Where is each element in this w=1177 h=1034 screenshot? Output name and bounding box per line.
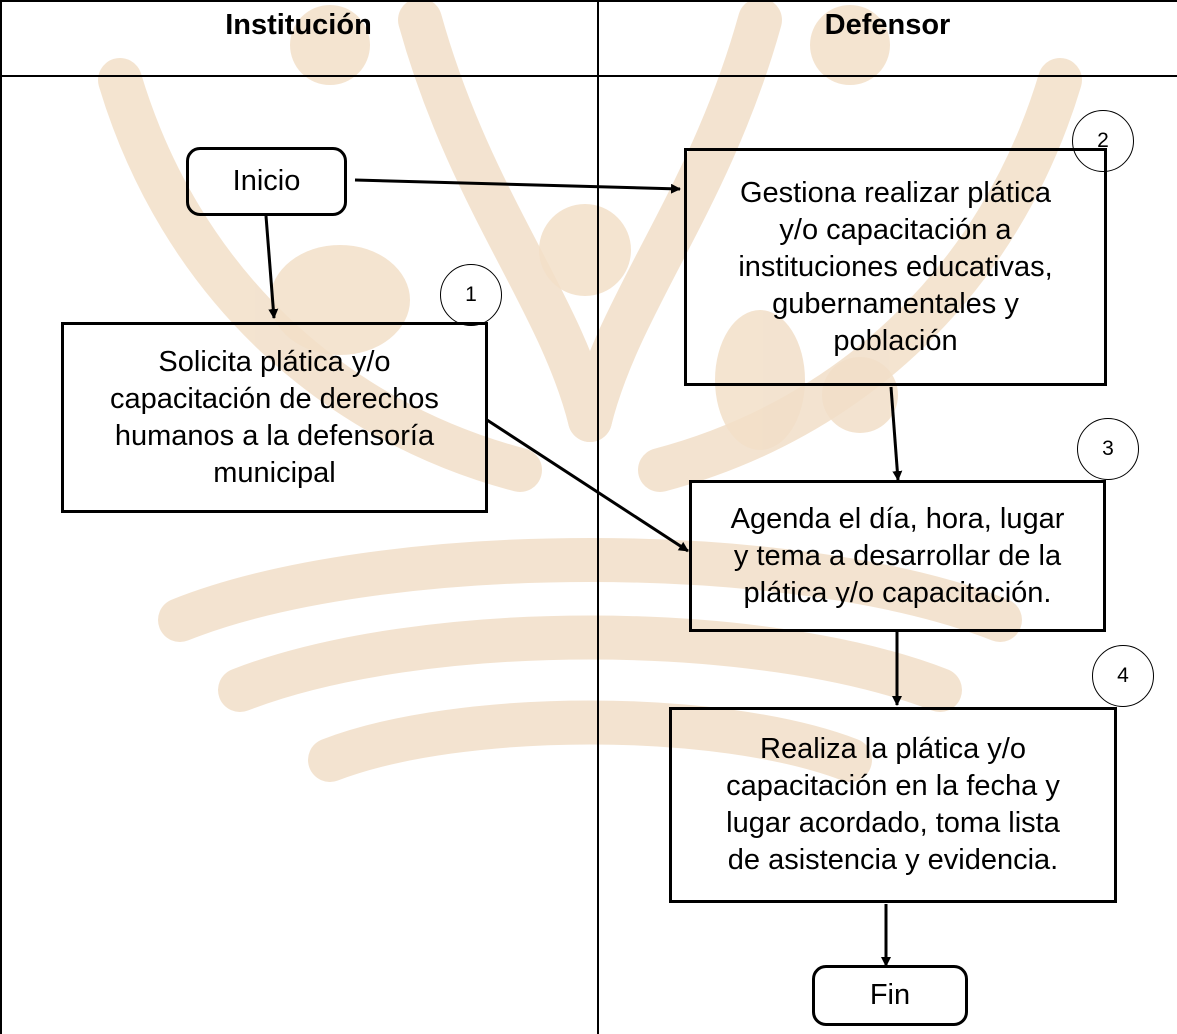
step4-text: Realiza la plática y/o capacitación en l…: [726, 733, 1060, 876]
arrow-step2-to-step3: [889, 386, 903, 481]
step-number-3: 3: [1077, 418, 1139, 480]
arrow-start-to-step1: [264, 215, 279, 319]
arrow-step1-to-step3: [486, 418, 689, 553]
step1-text: Solicita plática y/o capacitación de der…: [110, 345, 439, 489]
lane-title-institucion: Institución: [225, 9, 372, 41]
start-node: Inicio: [186, 147, 347, 216]
arrow-start-to-step2: [354, 178, 681, 194]
lane-title-defensor: Defensor: [824, 9, 951, 41]
step-number-1: 1: [440, 264, 502, 326]
step2-text: Gestiona realizar plática y/o capacitaci…: [738, 176, 1053, 357]
end-label: Fin: [869, 979, 911, 1011]
step4-box: Realiza la plática y/o capacitación en l…: [669, 707, 1117, 903]
top-border: [0, 0, 1177, 2]
start-label: Inicio: [232, 165, 301, 197]
step-number-2: 2: [1072, 110, 1134, 172]
left-border: [0, 0, 2, 1034]
header-divider: [0, 75, 1177, 77]
step1-box: Solicita plática y/o capacitación de der…: [61, 322, 488, 513]
step2-box: Gestiona realizar plática y/o capacitaci…: [684, 148, 1107, 386]
step3-box: Agenda el día, hora, lugar y tema a desa…: [689, 480, 1106, 632]
step-number-4: 4: [1092, 645, 1154, 707]
step3-text: Agenda el día, hora, lugar y tema a desa…: [730, 502, 1065, 609]
lane-divider: [597, 0, 599, 1034]
end-node: Fin: [812, 965, 968, 1026]
